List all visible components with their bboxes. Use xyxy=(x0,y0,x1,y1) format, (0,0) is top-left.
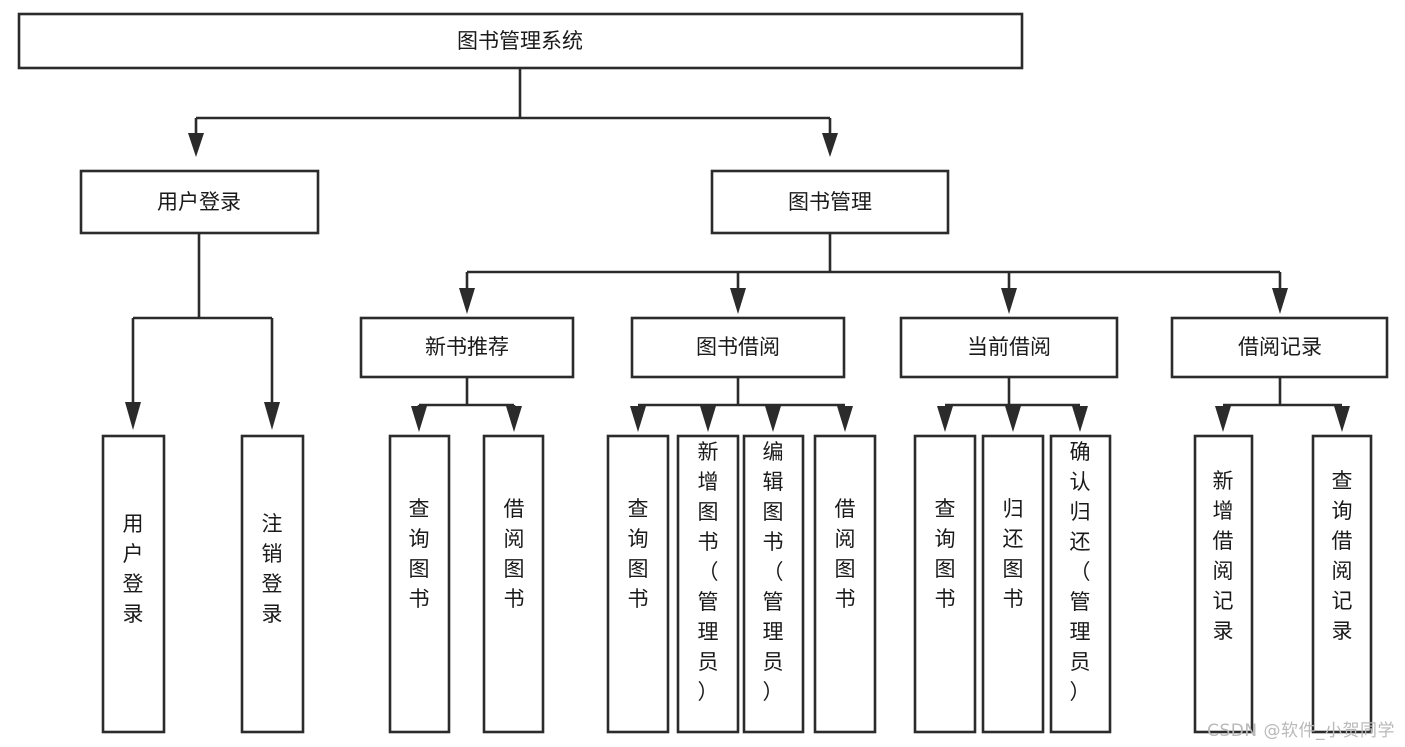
leaf-return-book-cb-box[interactable] xyxy=(981,434,1045,734)
node-new-book-recommend[interactable]: 新书推荐 xyxy=(359,316,575,379)
connector-group-current-borrow-to-leaves xyxy=(937,377,1088,432)
node-borrow-record-box[interactable] xyxy=(1170,316,1389,379)
arrow-icon-cb-leaf3 xyxy=(1072,406,1088,432)
node-borrow-record[interactable]: 借阅记录 xyxy=(1170,316,1389,379)
node-book-manage[interactable]: 图书管理 xyxy=(710,169,950,235)
arrow-icon-bb-leaf2 xyxy=(700,406,716,432)
arrow-icon-nb-leaf2 xyxy=(506,406,522,432)
leaf-edit-book-bb-label: 编辑图书（管理员） xyxy=(763,440,784,704)
leaf-node-logout[interactable]: 注销登录 xyxy=(240,434,305,734)
leaf-query-book-cb-label: 查询图书 xyxy=(935,497,956,611)
node-new-book-recommend-box[interactable] xyxy=(359,316,575,379)
leaf-node-query-book-cb[interactable]: 查询图书 xyxy=(913,434,977,734)
leaf-add-book-bb-box[interactable] xyxy=(676,434,740,734)
node-new-book-recommend-label: 新书推荐 xyxy=(425,335,509,359)
connector-group-book-borrow-to-leaves xyxy=(630,377,853,432)
leaf-borrow-book-nb-box[interactable] xyxy=(482,434,545,734)
leaf-borrow-book-bb-label: 借阅图书 xyxy=(835,497,856,611)
leaf-node-query-record-br[interactable]: 查询借阅记录 xyxy=(1311,434,1373,734)
node-book-manage-label: 图书管理 xyxy=(788,190,872,214)
arrow-icon-book-manage xyxy=(822,133,838,157)
arrow-icon-borrow-record xyxy=(1272,288,1288,314)
leaf-query-book-nb-box[interactable] xyxy=(388,434,451,734)
leaf-add-book-bb-label: 新增图书（管理员） xyxy=(698,440,719,704)
arrow-icon-br-leaf1 xyxy=(1215,406,1231,432)
node-user-login[interactable]: 用户登录 xyxy=(79,169,320,235)
leaf-query-record-br-box[interactable] xyxy=(1311,434,1373,734)
leaf-node-add-record-br[interactable]: 新增借阅记录 xyxy=(1193,434,1254,734)
arrow-icon-br-leaf2 xyxy=(1334,406,1350,432)
connector-group-book-manage-to-level3 xyxy=(459,233,1288,314)
leaf-borrow-book-bb-box[interactable] xyxy=(813,434,877,734)
leaf-query-book-bb-box[interactable] xyxy=(606,434,670,734)
arrow-icon-cb-leaf2 xyxy=(1005,406,1021,432)
arrow-icon-user-login xyxy=(188,133,204,157)
leaf-node-borrow-book-bb[interactable]: 借阅图书 xyxy=(813,434,877,734)
arrow-icon-nb-leaf1 xyxy=(411,406,427,432)
node-current-borrow-label: 当前借阅 xyxy=(967,335,1051,359)
leaf-user-login-box[interactable] xyxy=(101,434,166,734)
leaf-node-edit-book-bb[interactable]: 编辑图书（管理员） xyxy=(742,434,805,734)
leaf-confirm-return-cb-box[interactable] xyxy=(1049,434,1112,734)
arrow-icon-leaf-logout xyxy=(264,402,280,430)
leaf-confirm-return-cb-label: 确认归还（管理员） xyxy=(1070,440,1091,704)
node-current-borrow[interactable]: 当前借阅 xyxy=(899,316,1119,379)
leaf-edit-book-bb-box[interactable] xyxy=(742,434,805,734)
node-root-system[interactable]: 图书管理系统 xyxy=(17,12,1024,70)
connector-group-user-login-to-leaves xyxy=(125,234,280,430)
leaf-query-record-br-label: 查询借阅记录 xyxy=(1332,469,1353,643)
arrow-icon-book-borrow xyxy=(730,288,746,314)
leaf-logout-label: 注销登录 xyxy=(262,512,283,626)
node-user-login-label: 用户登录 xyxy=(157,190,241,214)
node-borrow-record-label: 借阅记录 xyxy=(1238,335,1322,359)
leaf-node-user-login[interactable]: 用户登录 xyxy=(101,434,166,734)
connector-group-borrow-record-to-leaves xyxy=(1215,377,1350,432)
leaf-return-book-cb-label: 归还图书 xyxy=(1003,497,1024,611)
leaf-node-confirm-return-cb[interactable]: 确认归还（管理员） xyxy=(1049,434,1112,734)
leaf-query-book-bb-label: 查询图书 xyxy=(628,497,649,611)
node-book-borrow[interactable]: 图书借阅 xyxy=(630,316,846,379)
leaf-node-query-book-nb[interactable]: 查询图书 xyxy=(388,434,451,734)
leaf-logout-box[interactable] xyxy=(240,434,305,734)
node-user-login-box[interactable] xyxy=(79,169,320,235)
node-book-borrow-box[interactable] xyxy=(630,316,846,379)
arrow-icon-bb-leaf4 xyxy=(837,406,853,432)
leaf-node-borrow-book-nb[interactable]: 借阅图书 xyxy=(482,434,545,734)
arrow-icon-cb-leaf1 xyxy=(937,406,953,432)
leaf-node-return-book-cb[interactable]: 归还图书 xyxy=(981,434,1045,734)
leaf-add-record-br-label: 新增借阅记录 xyxy=(1213,469,1234,643)
arrow-icon-bb-leaf3 xyxy=(765,406,781,432)
arrow-icon-bb-leaf1 xyxy=(630,406,646,432)
leaf-user-login-label: 用户登录 xyxy=(123,512,144,626)
connector-group-new-book-to-leaves xyxy=(411,377,522,432)
node-book-borrow-label: 图书借阅 xyxy=(696,335,780,359)
node-root-box[interactable] xyxy=(17,12,1024,70)
node-book-manage-box[interactable] xyxy=(710,169,950,235)
connector-group-root-to-level2 xyxy=(188,68,838,157)
leaf-query-book-nb-label: 查询图书 xyxy=(409,497,430,611)
arrow-icon-current-borrow xyxy=(1001,288,1017,314)
leaf-node-add-book-bb[interactable]: 新增图书（管理员） xyxy=(676,434,740,734)
leaf-query-book-cb-box[interactable] xyxy=(913,434,977,734)
arrow-icon-leaf-user-login xyxy=(125,402,141,430)
leaf-borrow-book-nb-label: 借阅图书 xyxy=(504,497,525,611)
leaf-add-record-br-box[interactable] xyxy=(1193,434,1254,734)
node-root-label: 图书管理系统 xyxy=(457,29,583,53)
node-current-borrow-box[interactable] xyxy=(899,316,1119,379)
leaf-node-query-book-bb[interactable]: 查询图书 xyxy=(606,434,670,734)
csdn-watermark: CSDN @软件_小贺同学 xyxy=(1207,721,1395,741)
arrow-icon-new-book xyxy=(459,288,475,314)
